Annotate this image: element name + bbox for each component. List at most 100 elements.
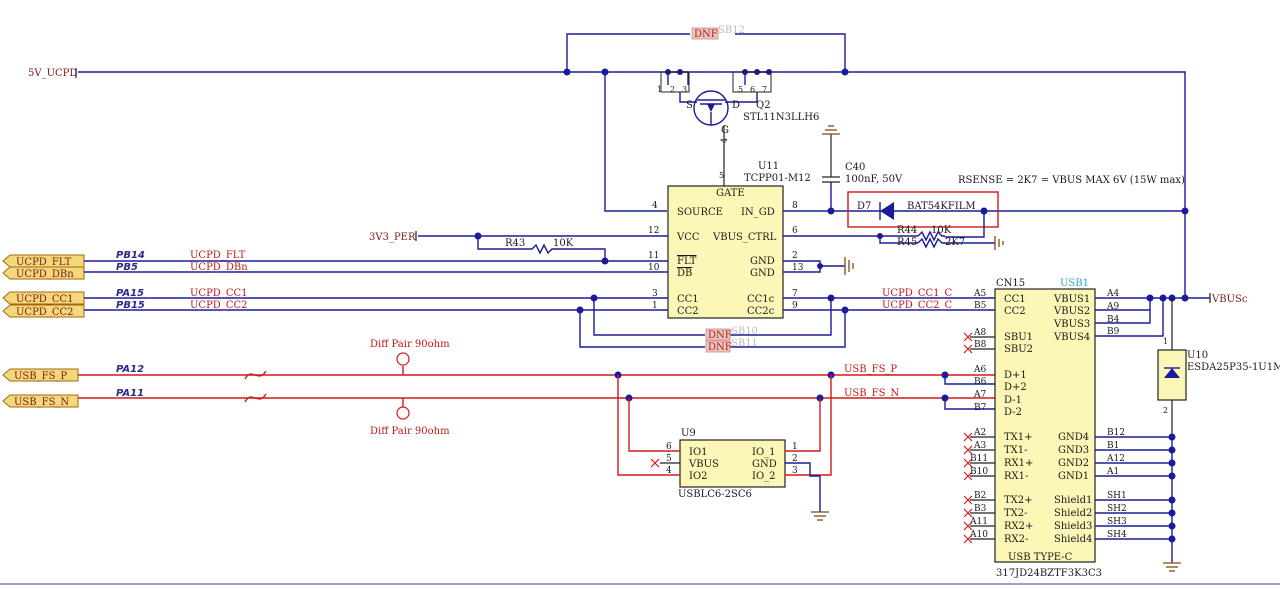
net-gnd-connector <box>1095 433 1181 572</box>
cn15-pad-a7: A7 <box>973 390 986 400</box>
cn15-pin-rx1n: RX1- <box>1004 471 1028 482</box>
u10-part: ESDA25P35-1U1M <box>1187 362 1280 373</box>
wire-usb-fs-p: USB_FS_P <box>844 364 897 375</box>
net-vbus-ctrl: R44 10K R45 2K7 <box>783 225 1004 250</box>
q2-s-label: S <box>686 100 693 111</box>
cn15-pad-b9: B9 <box>1107 327 1120 337</box>
cn15-pin-dn2: D-2 <box>1004 407 1022 418</box>
cn15-pin-vbus3: VBUS3 <box>1053 319 1090 330</box>
cn15-pad-b8: B8 <box>974 340 987 350</box>
ic-u9: U9 IO1 VBUS IO2 6 5 4 IO_1 GND IO_2 1 2 … <box>617 375 832 521</box>
pin-pa12: PA12 <box>116 364 144 375</box>
cn15-pin-tx1n: TX1- <box>1004 445 1028 456</box>
wire-usb-fs-n: USB_FS_N <box>844 388 899 399</box>
u11-pin-cc2c: CC2c <box>747 306 775 317</box>
label-vbusc: VBUSc <box>1211 294 1248 305</box>
sb11-ref: SB11 <box>731 338 758 349</box>
u11-pin-source: SOURCE <box>677 207 723 218</box>
wire-ucpd-cc2: UCPD_CC2 <box>190 300 248 311</box>
cn15-pin-gnd1: GND1 <box>1058 471 1089 482</box>
cn15-pad-b3: B3 <box>974 504 987 514</box>
cn15-pad-a12: A12 <box>1106 454 1125 464</box>
cn15-pad-a11: A11 <box>969 517 988 527</box>
u11-pin-cc2: CC2 <box>677 306 699 317</box>
port-usb-fs-p: USB_FS_P PA12 USB_FS_P <box>2 364 995 382</box>
cn15-pin-gnd4: GND4 <box>1058 432 1089 443</box>
u9-num-6: 6 <box>666 442 672 452</box>
cn15-pad-a9: A9 <box>1106 302 1119 312</box>
cn15-pin-rx2p: RX2+ <box>1004 521 1033 532</box>
u11-num-9: 9 <box>792 301 798 311</box>
cn15-pin-vbus1: VBUS1 <box>1053 294 1090 305</box>
cn15-pin-dn1: D-1 <box>1004 395 1022 406</box>
cn15-pad-a4: A4 <box>1106 289 1119 299</box>
q2-pin-6: 6 <box>750 85 755 94</box>
u9-pin-gnd: GND <box>752 459 777 470</box>
u11-pin-gnd-2: GND <box>750 256 775 267</box>
u10-pin-2: 2 <box>1163 406 1168 415</box>
cn15-pad-sh3: SH3 <box>1107 517 1127 527</box>
u9-ref: U9 <box>681 428 696 439</box>
cn15-pin-shield4: Shield4 <box>1054 534 1092 545</box>
sb10-dnf: DNF <box>708 330 732 341</box>
usb-dp-dots <box>614 371 995 410</box>
cn15-pin-cc1: CC1 <box>1004 294 1026 305</box>
u11-num-13: 13 <box>792 263 804 273</box>
u11-num-3: 3 <box>652 289 658 299</box>
r44-ref: R44 <box>897 225 917 236</box>
c40-value: 100nF, 50V <box>845 174 903 185</box>
sb12-ref: SB12 <box>718 25 745 36</box>
u9-num-5: 5 <box>666 454 672 464</box>
u11-pin-flt: FLT <box>677 256 697 267</box>
capacitor-c40: C40 100nF, 50V <box>822 125 903 211</box>
u11-num-8: 8 <box>792 201 798 211</box>
cn15-pad-sh2: SH2 <box>1107 504 1127 514</box>
u9-pin-io1: IO1 <box>689 447 708 458</box>
tvs-u10: 1 2 U10 ESDA25P35-1U1M <box>1157 298 1280 437</box>
mosfet-q2: 1 2 3 5 6 7 S D G 4 Q2 STL11N3LLH6 <box>657 71 819 160</box>
pin-pb14: PB14 <box>116 250 145 261</box>
ic-u11: U11 TCPP01-M12 GATE 5 SOURCE VCC FLT DB … <box>648 160 811 319</box>
cn15-pin-dp1: D+1 <box>1004 370 1027 381</box>
diff-pair-top: Diff Pair 90ohm <box>370 339 450 350</box>
u9-pin-io2: IO2 <box>689 471 708 482</box>
wire-ucpd-cc1-c: UCPD_CC1_C <box>882 288 952 299</box>
r43-value: 10K <box>553 238 574 249</box>
u11-num-11: 11 <box>648 251 659 261</box>
u11-gate-num: 5 <box>719 171 724 180</box>
cn15-pin-vbus2: VBUS2 <box>1053 306 1090 317</box>
cn15-pin-shield1: Shield1 <box>1054 495 1092 506</box>
cn15-pad-sh4: SH4 <box>1107 530 1127 540</box>
q2-pin-3: 3 <box>682 85 687 94</box>
port-usb-fs-n-text: USB_FS_N <box>14 397 69 408</box>
u11-num-6: 6 <box>792 226 798 236</box>
q2-pin-5: 5 <box>738 85 743 94</box>
net-cc-connector: UCPD_CC1_C UCPD_CC2_C <box>783 288 995 314</box>
u11-gate-label: GATE <box>716 188 745 199</box>
u9-num-4: 4 <box>666 466 672 476</box>
u11-pin-in-gd: IN_GD <box>741 207 775 218</box>
q2-d-label: D <box>732 100 740 111</box>
u11-num-12: 12 <box>648 226 659 236</box>
cn15-pin-dp2: D+2 <box>1004 382 1027 393</box>
u11-num-1: 1 <box>652 301 658 311</box>
pin-pa15: PA15 <box>116 288 144 299</box>
cn15-pin-tx2n: TX2- <box>1004 508 1028 519</box>
sb10-ref: SB10 <box>731 326 758 337</box>
diff-pair-bottom: Diff Pair 90ohm <box>370 426 450 437</box>
cn15-pad-a3: A3 <box>973 441 986 451</box>
d7-highlight-box <box>847 191 999 228</box>
cn15-pad-a5: A5 <box>973 289 986 299</box>
u9-pin-io-2: IO_2 <box>752 471 776 482</box>
r43-ref: R43 <box>505 238 525 249</box>
cn15-pad-b1: B1 <box>1107 441 1119 451</box>
d7-ref: D7 <box>857 201 871 212</box>
rsense-note: RSENSE = 2K7 = VBUS MAX 6V (15W max) <box>958 175 1185 186</box>
cn15-pad-b10: B10 <box>970 467 988 477</box>
cn15-pin-shield2: Shield2 <box>1054 508 1092 519</box>
u11-part: TCPP01-M12 <box>744 173 811 184</box>
port-ucpd-cc2-text: UCPD_CC2 <box>16 307 74 318</box>
u11-num-10: 10 <box>648 263 660 273</box>
cn15-pad-a10: A10 <box>969 530 988 540</box>
